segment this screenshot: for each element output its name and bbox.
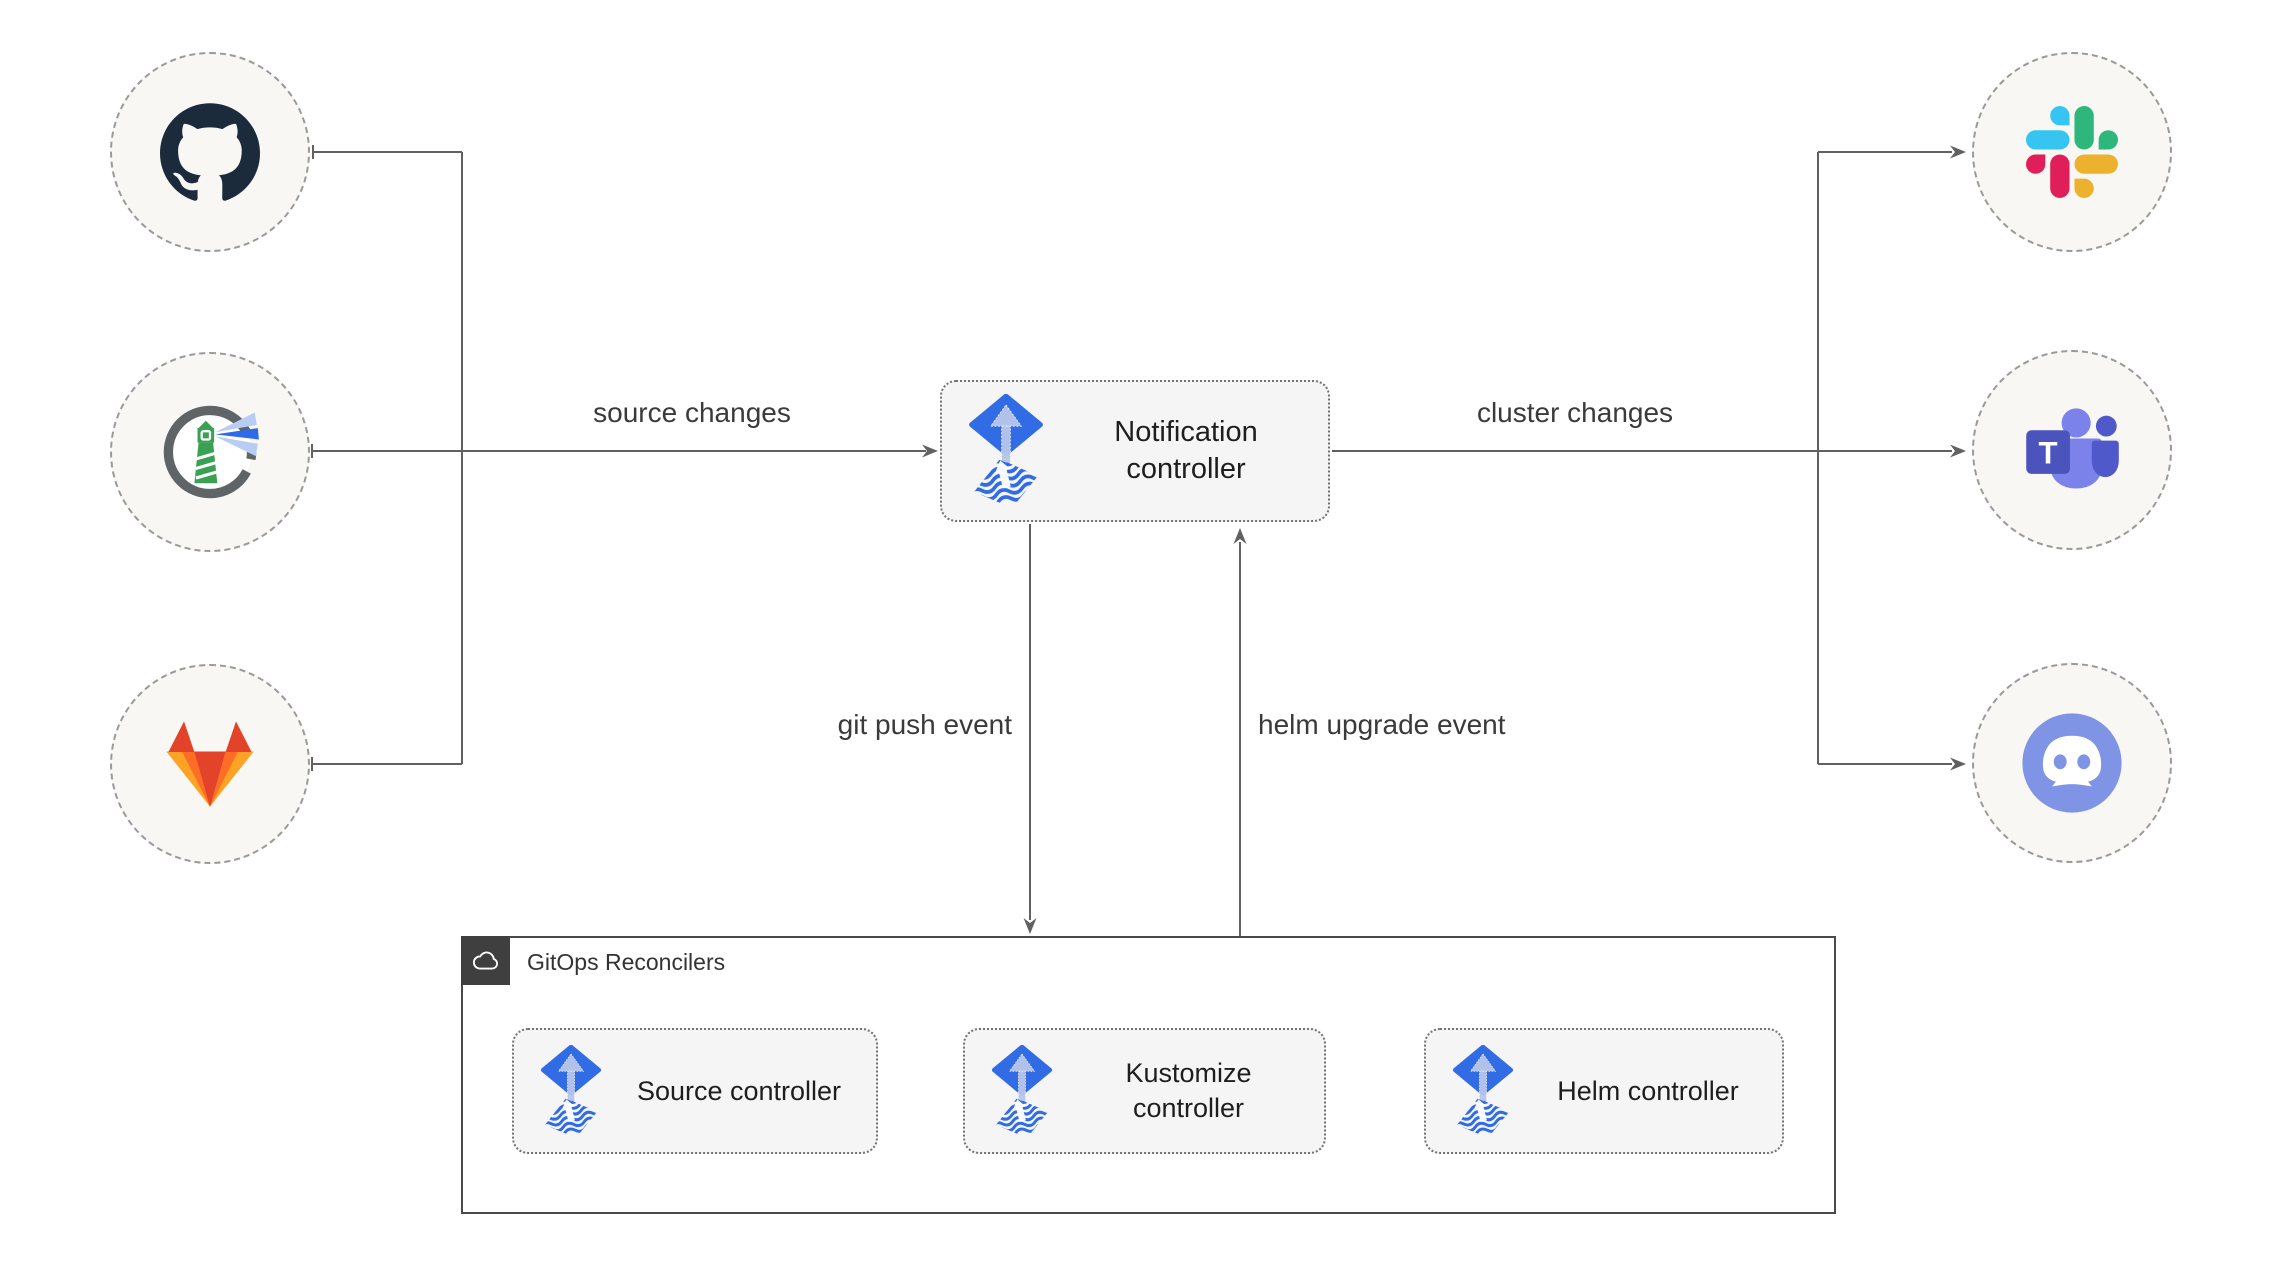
container-badge xyxy=(461,936,510,985)
edge-label-helm-upgrade-event: helm upgrade event xyxy=(1258,709,1506,740)
kustomize-controller-label: Kustomize controller xyxy=(1125,1058,1252,1123)
helm-controller-label: Helm controller xyxy=(1557,1075,1739,1106)
github-icon xyxy=(160,103,260,201)
edge-label-source-changes: source changes xyxy=(593,397,791,428)
svg-text:T: T xyxy=(2039,436,2058,471)
flux-icon xyxy=(540,1045,602,1138)
container-title: GitOps Reconcilers xyxy=(527,949,726,975)
node-harbor xyxy=(110,352,310,552)
flux-icon xyxy=(991,1045,1053,1138)
node-discord xyxy=(1972,663,2172,863)
microsoft-teams-icon: T xyxy=(2026,408,2119,489)
gitops-reconcilers-container: GitOps Reconcilers Source controller Kus… xyxy=(461,936,1836,1214)
discord-icon xyxy=(2022,713,2122,813)
node-microsoft-teams: T xyxy=(1972,350,2172,550)
edge-label-git-push-event: git push event xyxy=(837,709,1012,740)
flux-icon xyxy=(968,394,1044,508)
node-gitlab xyxy=(110,664,310,864)
source-controller-label: Source controller xyxy=(636,1075,842,1106)
harbor-icon xyxy=(163,405,259,499)
cloud-icon xyxy=(472,951,498,969)
edge-label-cluster-changes: cluster changes xyxy=(1476,397,1674,428)
notification-controller-box: Notification controller xyxy=(940,380,1330,522)
gitlab-icon xyxy=(166,721,254,807)
kustomize-controller-box: Kustomize controller xyxy=(963,1028,1326,1154)
source-controller-box: Source controller xyxy=(512,1028,878,1154)
node-github xyxy=(110,52,310,252)
flux-icon xyxy=(1452,1045,1514,1138)
node-slack xyxy=(1972,52,2172,252)
helm-controller-box: Helm controller xyxy=(1424,1028,1784,1154)
notification-controller-label: Notification controller xyxy=(1114,415,1258,485)
slack-icon xyxy=(2026,106,2118,198)
